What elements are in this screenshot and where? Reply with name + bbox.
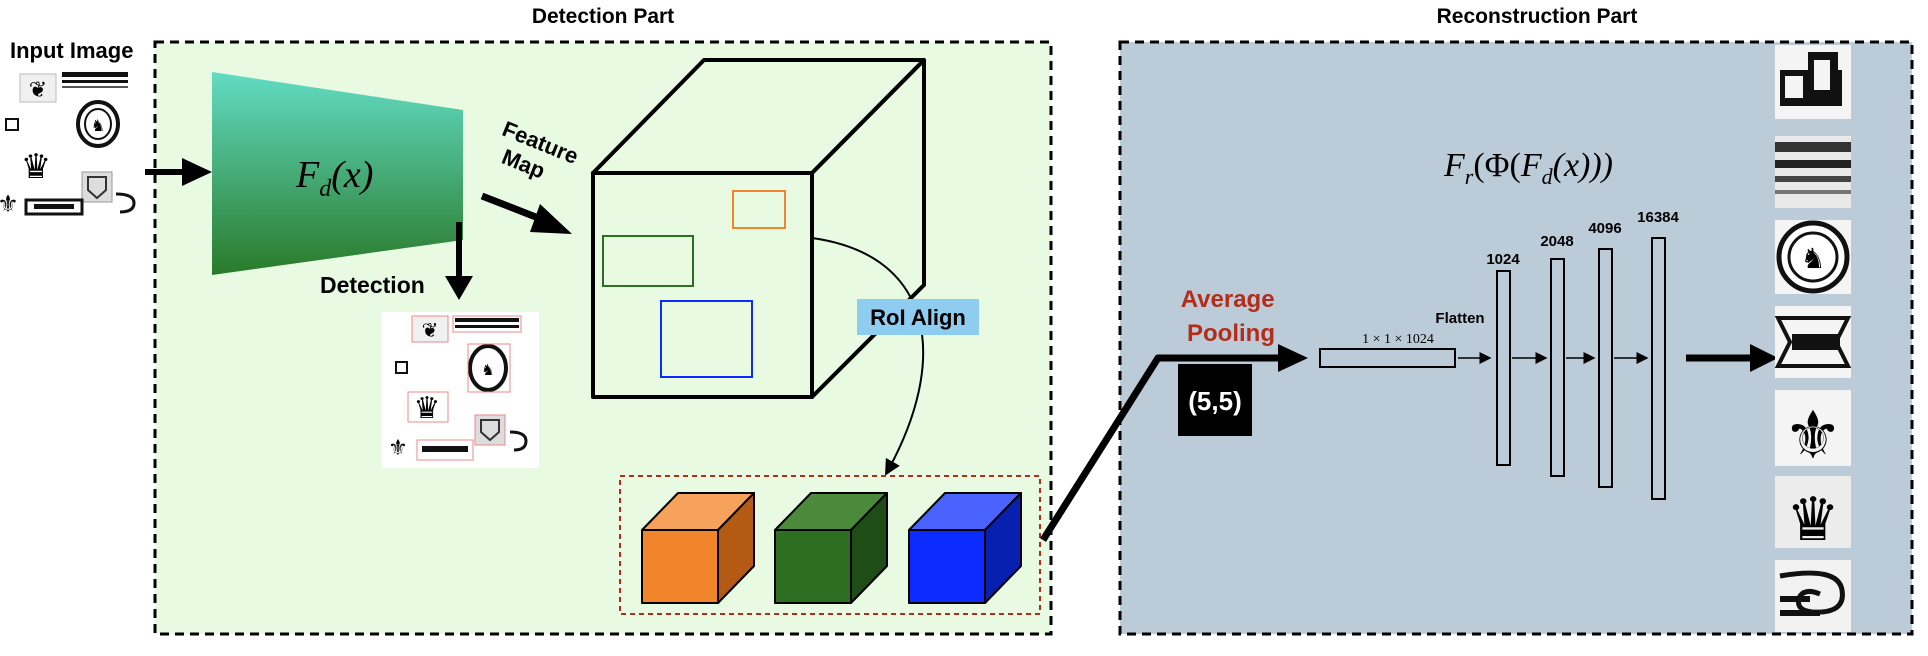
reconstructor-formula: Fr(Φ(Fd(x))) <box>1443 147 1613 189</box>
pool-size-badge <box>1178 364 1252 436</box>
ornament-seal-icon: ♞ <box>76 100 120 148</box>
roi-orange <box>732 190 786 229</box>
detection-result-image: ❦ ♞ ♛ ⚜ <box>381 312 539 468</box>
pooling-arrow <box>1040 344 1308 542</box>
patch-lines-icon <box>1775 136 1851 208</box>
svg-text:♞: ♞ <box>91 116 105 135</box>
roi-crops-container <box>619 475 1041 615</box>
detector-network-shape <box>212 72 463 275</box>
svg-text:♛: ♛ <box>414 391 441 426</box>
roi-blue <box>660 300 753 378</box>
ornament-scroll-icon <box>24 192 136 216</box>
patch-seal-icon: ♞ <box>1775 220 1851 294</box>
patch-band-icon <box>1774 306 1852 378</box>
roi-align-badge <box>857 299 979 335</box>
svg-text:❦: ❦ <box>29 78 47 103</box>
ornament-lines-icon <box>62 72 128 88</box>
flat-dim-label: 1 × 1 × 1024 <box>1362 332 1434 347</box>
fc-label-1024: 1024 <box>1486 251 1520 268</box>
svg-text:⚜: ⚜ <box>0 190 19 218</box>
ornament-beast-icon: ❦ <box>19 73 57 103</box>
ornament-shield-icon <box>81 171 113 203</box>
patch-crown-icon: ♛ <box>1775 476 1851 555</box>
flatten-vector <box>1319 348 1456 368</box>
svg-text:❦: ❦ <box>422 318 439 342</box>
svg-text:♛: ♛ <box>1786 485 1840 555</box>
svg-text:⚜: ⚜ <box>1783 397 1842 474</box>
svg-text:⚜: ⚜ <box>388 436 408 461</box>
fc-layer-1024: 1024 <box>1486 251 1520 466</box>
input-image-label: Input Image <box>10 38 133 63</box>
fc-label-16384: 16384 <box>1637 209 1679 226</box>
feature-map-cube <box>591 58 926 399</box>
roi-green <box>602 235 694 287</box>
detection-label: Detection <box>320 272 425 298</box>
ornament-fleuron-icon: ⚜ <box>0 190 19 218</box>
ornament-crown-icon: ♛ <box>21 147 51 187</box>
output-arrow <box>1686 344 1778 372</box>
detector-formula: Fd(x) <box>295 154 373 202</box>
input-thumbnails: ❦ ♞ ♛ ⚜ <box>0 72 136 218</box>
fc-label-2048: 2048 <box>1540 233 1573 250</box>
feature-map-label: Feature Map <box>489 116 587 195</box>
patch-scroll-icon <box>1775 560 1851 632</box>
svg-text:♞: ♞ <box>1800 242 1825 275</box>
ornament-monogram-icon <box>5 118 19 131</box>
detection-part-title: Detection Part <box>532 5 674 28</box>
patch-monogram-icon <box>1775 45 1851 119</box>
roi-crop-green <box>774 492 888 604</box>
fc-label-4096: 4096 <box>1588 220 1621 237</box>
roi-crop-blue <box>908 492 1022 604</box>
average-pooling-label: Average Pooling <box>1181 286 1282 347</box>
roi-align-label: RoI Align <box>870 305 966 330</box>
detection-arrow <box>445 222 473 300</box>
fc-layer-4096: 4096 <box>1588 220 1622 488</box>
pool-size-label: (5,5) <box>1188 386 1241 416</box>
input-arrow <box>145 158 212 186</box>
fc-layer-2048: 2048 <box>1540 233 1574 477</box>
roi-crop-orange <box>641 492 755 604</box>
svg-text:♛: ♛ <box>21 147 51 187</box>
patch-fleuron-icon: ⚜ <box>1775 390 1851 474</box>
svg-text:♞: ♞ <box>481 361 494 379</box>
output-patches: ♞ ⚜ ♛ <box>1774 45 1852 632</box>
fc-layer-16384: 16384 <box>1637 209 1680 500</box>
feature-map-arrow <box>480 192 572 234</box>
reconstruction-part-title: Reconstruction Part <box>1437 5 1638 28</box>
flatten-label: Flatten <box>1435 310 1484 327</box>
